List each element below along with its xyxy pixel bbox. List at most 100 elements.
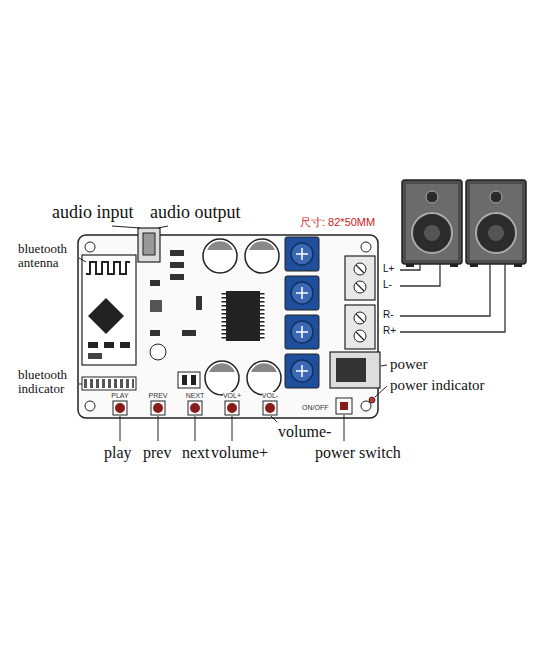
- leader-line: [79, 258, 86, 262]
- wire: [400, 264, 505, 332]
- potentiometer: [285, 237, 319, 271]
- leader-line: [195, 416, 196, 441]
- callout-label: bluetooth indicator: [18, 368, 78, 397]
- callout-label: next: [182, 444, 210, 462]
- terminal-label: L-: [383, 279, 392, 290]
- speaker-foot: [470, 264, 478, 267]
- speaker-foot: [406, 264, 414, 267]
- button-body: [151, 401, 165, 415]
- capacitor-mark: [209, 363, 235, 372]
- buttons: [113, 401, 277, 415]
- leader-line: [375, 386, 387, 397]
- ic-pins: [260, 293, 265, 339]
- speaker-foot: [450, 264, 458, 267]
- smd-part: [170, 250, 184, 256]
- smd-part: [104, 342, 114, 348]
- callout-label: volume+: [211, 444, 268, 462]
- power-switch: [336, 398, 352, 414]
- bt-chip: [88, 298, 124, 334]
- smd-part: [170, 262, 184, 268]
- speaker-cabinet: [402, 180, 462, 264]
- speaker-front: [470, 184, 522, 260]
- pot-knob: [291, 321, 313, 343]
- silkscreen-label: NEXT: [186, 392, 205, 400]
- pot-knob: [291, 243, 313, 265]
- audio-jack: [138, 228, 160, 262]
- smd-part: [150, 300, 162, 312]
- capacitor: [245, 239, 279, 273]
- tweeter: [426, 191, 438, 203]
- callout-label: power indicator: [390, 377, 485, 394]
- speaker-left: [402, 180, 462, 267]
- callout-label: audio input: [52, 203, 134, 223]
- button-cap: [265, 403, 275, 413]
- leader-line: [271, 416, 277, 422]
- led-array: [82, 377, 136, 390]
- speaker-front: [406, 184, 458, 260]
- tweeter: [490, 191, 502, 203]
- terminal-label: R-: [383, 309, 394, 320]
- power-led: [369, 397, 375, 403]
- callout-label: power: [390, 356, 428, 373]
- dimension-text: 尺寸: 82*50MM: [300, 216, 375, 228]
- woofer: [476, 213, 516, 253]
- terminal-label: L+: [383, 263, 394, 274]
- callout-label: play: [104, 444, 132, 462]
- terminal-label: R+: [383, 325, 396, 336]
- silkscreen-label: VOL-: [262, 392, 278, 400]
- mounting-hole: [361, 401, 371, 411]
- pot-slot: [296, 287, 308, 299]
- power-jack: [330, 352, 380, 388]
- smd-part: [196, 296, 202, 310]
- silkscreen-label: ON/OFF: [302, 404, 328, 412]
- pot-slot: [296, 248, 308, 260]
- leader-line: [158, 416, 159, 441]
- wire: [400, 264, 440, 286]
- woofer-cap: [424, 225, 440, 241]
- button-cap: [227, 403, 237, 413]
- small-capacitor: [150, 344, 166, 360]
- callout-label: volume-: [278, 423, 331, 441]
- silkscreen-label: PREV: [148, 392, 167, 400]
- button-cap: [190, 403, 200, 413]
- smd-part: [182, 330, 196, 336]
- capacitors: [203, 239, 281, 395]
- capacitor-mark: [251, 363, 277, 372]
- mounting-hole: [85, 401, 95, 411]
- potentiometers: [285, 237, 319, 388]
- mounting-hole: [361, 242, 371, 252]
- power-jack-body: [336, 358, 366, 382]
- capacitor: [203, 239, 237, 273]
- smd-part: [150, 330, 160, 336]
- button-body: [225, 401, 239, 415]
- ic-pins: [222, 293, 227, 339]
- capacitor-mark: [207, 241, 233, 250]
- leader-line: [112, 226, 140, 228]
- capacitor: [205, 361, 239, 395]
- smd-part: [88, 342, 98, 348]
- terminal-block: [345, 305, 375, 349]
- leader-line: [344, 415, 345, 441]
- dip-lever: [191, 375, 196, 385]
- silkscreen-label: PLAY: [111, 392, 128, 400]
- potentiometer: [285, 354, 319, 388]
- button-body: [263, 401, 277, 415]
- amplifier-ic: [226, 291, 260, 341]
- pcb-board: [78, 235, 378, 418]
- antenna-trace: [86, 262, 130, 274]
- dip-lever: [182, 375, 187, 385]
- button-cap: [153, 403, 163, 413]
- pot-knob: [291, 360, 313, 382]
- callout-label: power switch: [315, 444, 401, 462]
- callout-label: prev: [143, 444, 171, 462]
- leds: [84, 379, 134, 388]
- button-body: [188, 401, 202, 415]
- pot-slot: [296, 326, 308, 338]
- leader-line: [158, 226, 168, 228]
- callout-label: audio output: [150, 203, 241, 223]
- bluetooth-module: [82, 255, 136, 365]
- leader-line: [232, 416, 233, 441]
- wire: [400, 264, 420, 270]
- potentiometer: [285, 315, 319, 349]
